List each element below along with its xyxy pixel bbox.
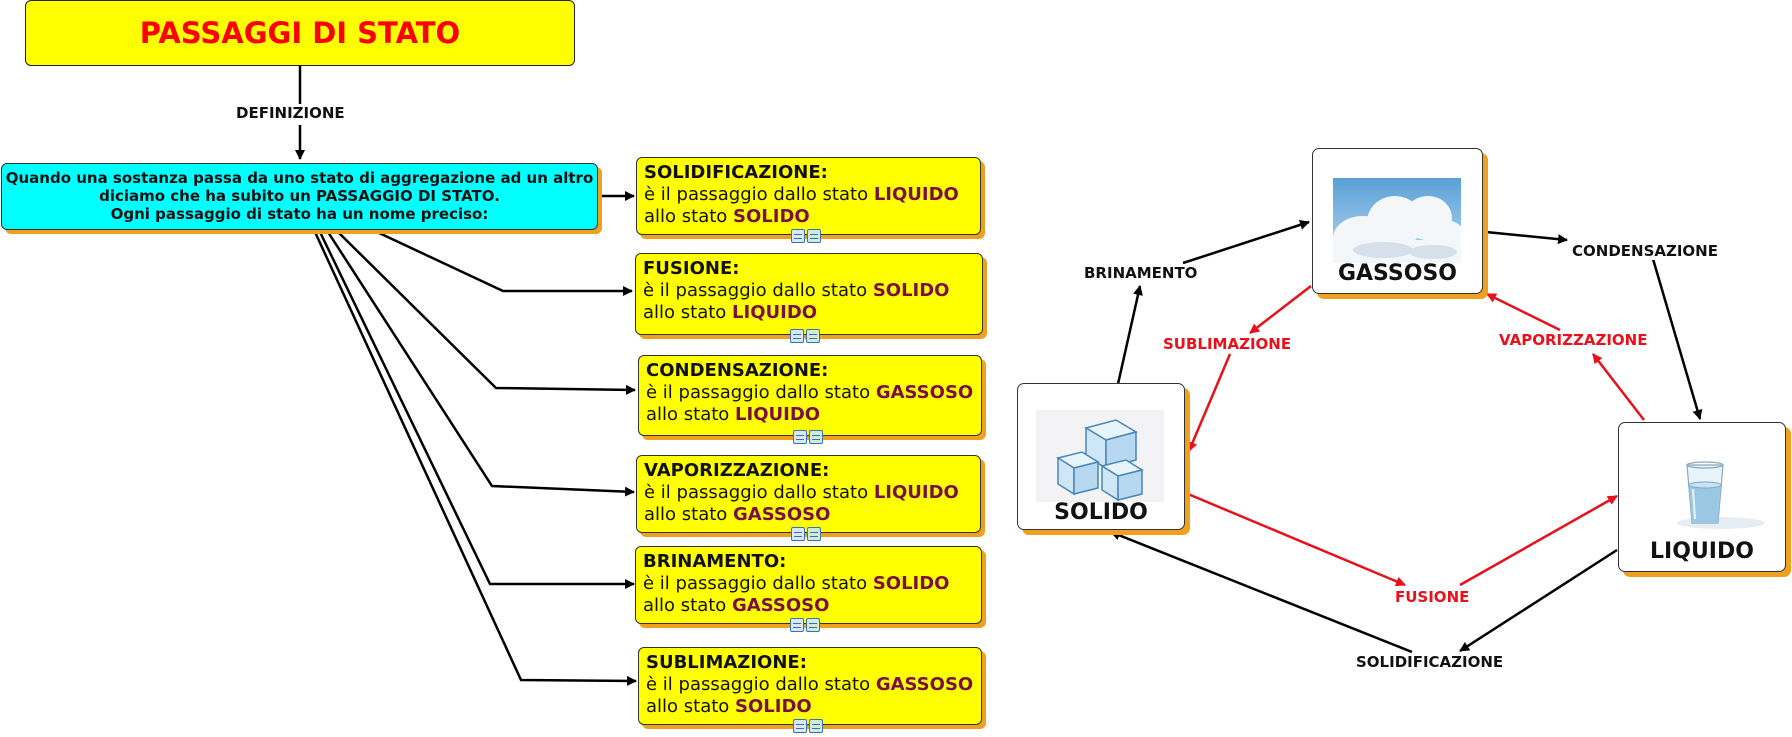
definition-label: DEFINIZIONE [234, 104, 347, 122]
intro-line-1: Quando una sostanza passa da uno stato d… [5, 169, 594, 187]
water-glass-image [1677, 461, 1765, 529]
card-title: SUBLIMAZIONE: [646, 652, 807, 673]
card-to: LIQUIDO [735, 404, 821, 425]
card-title: VAPORIZZAZIONE: [644, 460, 830, 481]
label-solidificazione: SOLIDIFICAZIONE [1354, 653, 1506, 671]
intro-box: Quando una sostanza passa da uno stato d… [1, 163, 598, 230]
card-text: è il passaggio dallo stato [643, 280, 873, 301]
card-to: GASSOSO [732, 595, 830, 616]
card-from: GASSOSO [875, 382, 974, 403]
card-text: è il passaggio dallo stato [643, 573, 873, 594]
card-vaporizzazione: VAPORIZZAZIONE: è il passaggio dallo sta… [636, 455, 981, 541]
card-to: SOLIDO [733, 206, 810, 227]
card-sublimazione: SUBLIMAZIONE: è il passaggio dallo stato… [638, 647, 982, 733]
intro-line-3: Ogni passaggio di stato ha un nome preci… [110, 205, 489, 223]
card-to: GASSOSO [733, 504, 831, 525]
resource-icon[interactable] [806, 618, 820, 632]
label-vaporizzazione: VAPORIZZAZIONE [1497, 331, 1650, 349]
card-text: è il passaggio dallo stato [646, 674, 876, 695]
note-icon[interactable] [793, 430, 807, 444]
label-condensazione: CONDENSAZIONE [1570, 242, 1720, 260]
card-to-prefix: allo stato [643, 595, 733, 616]
card-to-prefix: allo stato [646, 404, 736, 425]
card-from: LIQUIDO [873, 184, 959, 205]
card-to-prefix: allo stato [646, 696, 736, 717]
card-title: SOLIDIFICAZIONE: [644, 162, 828, 183]
state-solido: SOLIDO [1017, 383, 1185, 530]
card-to-prefix: allo stato [644, 504, 734, 525]
title-box: PASSAGGI DI STATO [25, 0, 575, 66]
card-from: SOLIDO [872, 573, 950, 594]
resource-icon[interactable] [807, 229, 821, 243]
resource-icon[interactable] [809, 430, 823, 444]
card-to: LIQUIDO [732, 302, 818, 323]
card-text: è il passaggio dallo stato [644, 184, 874, 205]
card-condensazione: CONDENSAZIONE: è il passaggio dallo stat… [638, 355, 982, 444]
card-to: SOLIDO [735, 696, 812, 717]
card-to-prefix: allo stato [643, 302, 733, 323]
card-title: BRINAMENTO: [643, 551, 787, 572]
resource-icon[interactable] [807, 527, 821, 541]
resource-icon[interactable] [806, 329, 820, 343]
state-name: SOLIDO [1054, 500, 1148, 525]
state-liquido: LIQUIDO [1618, 422, 1786, 572]
card-from: LIQUIDO [873, 482, 959, 503]
note-icon[interactable] [790, 618, 804, 632]
state-name: LIQUIDO [1650, 539, 1754, 564]
card-text: è il passaggio dallo stato [644, 482, 874, 503]
card-from: SOLIDO [872, 280, 950, 301]
note-icon[interactable] [793, 719, 807, 733]
note-icon[interactable] [790, 329, 804, 343]
card-text: è il passaggio dallo stato [646, 382, 876, 403]
card-brinamento: BRINAMENTO: è il passaggio dallo stato S… [635, 546, 982, 632]
card-solidificazione: SOLIDIFICAZIONE: è il passaggio dallo st… [636, 157, 981, 243]
card-from: GASSOSO [875, 674, 974, 695]
label-fusione: FUSIONE [1393, 588, 1472, 606]
card-to-prefix: allo stato [644, 206, 734, 227]
page-title: PASSAGGI DI STATO [139, 16, 461, 50]
resource-icon[interactable] [809, 719, 823, 733]
card-fusione: FUSIONE: è il passaggio dallo stato SOLI… [635, 253, 983, 343]
note-icon[interactable] [791, 229, 805, 243]
note-icon[interactable] [791, 527, 805, 541]
cloud-image [1333, 178, 1461, 263]
state-gassoso: GASSOSO [1312, 148, 1483, 294]
ice-cubes-image [1036, 410, 1164, 502]
state-name: GASSOSO [1337, 261, 1458, 286]
label-sublimazione: SUBLIMAZIONE [1161, 335, 1294, 353]
intro-line-2: diciamo che ha subito un PASSAGGIO DI ST… [99, 187, 500, 205]
card-title: FUSIONE: [643, 258, 740, 279]
label-brinamento: BRINAMENTO [1082, 264, 1200, 282]
card-title: CONDENSAZIONE: [646, 360, 829, 381]
